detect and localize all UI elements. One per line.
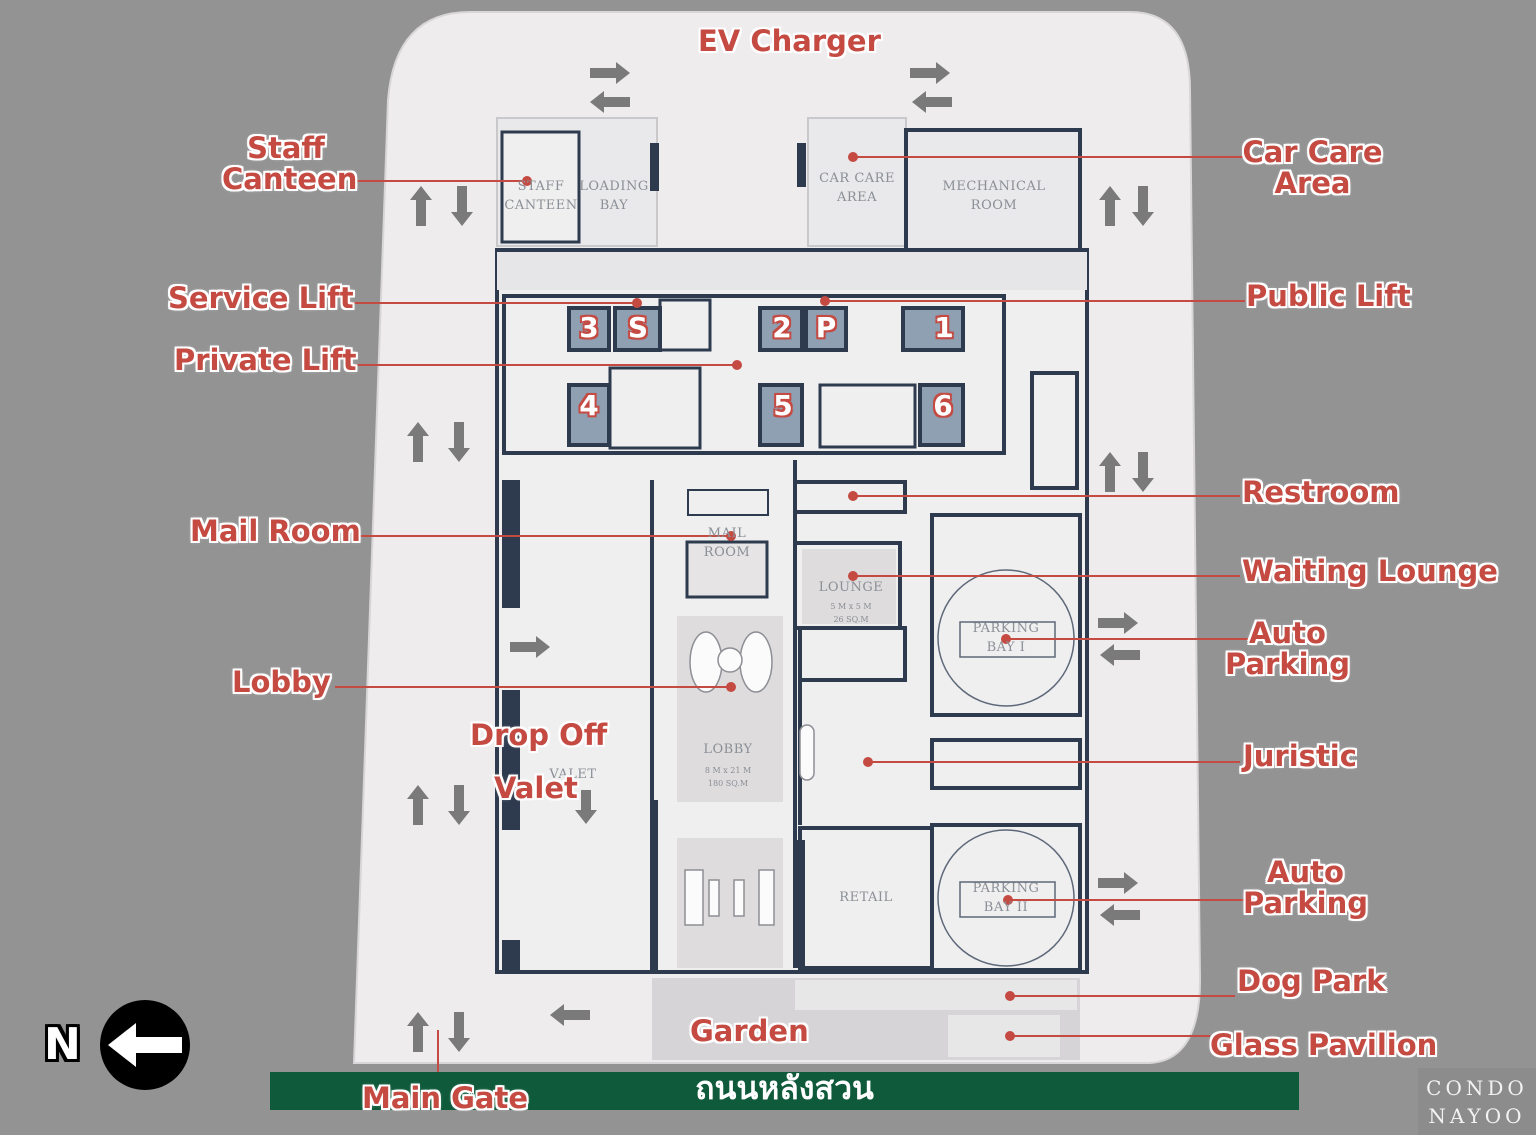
arrow-up-icon <box>410 186 432 226</box>
arrow-right-icon <box>910 62 950 84</box>
road-name: ถนนหลังสวน <box>695 1069 874 1107</box>
arrow-right-icon <box>590 62 630 84</box>
arrow-right-icon <box>1098 612 1138 634</box>
watermark: CONDO NAYOO <box>1418 1068 1536 1135</box>
north-letter: N <box>44 1019 81 1070</box>
arrow-left-icon <box>590 91 630 113</box>
lift-6: 6 <box>933 389 953 422</box>
callout-restroom: Restroom <box>1242 475 1400 509</box>
plan-label-mechanical-room: MECHANICAL ROOM <box>942 179 1046 213</box>
arrow-down-icon <box>575 790 597 824</box>
building-footprint <box>495 248 1089 974</box>
arrow-left-icon <box>550 1004 590 1026</box>
lift-service: S <box>627 311 649 344</box>
road <box>270 1072 1299 1110</box>
plan-label-parking-bay-2: PARKING BAY II <box>972 881 1040 915</box>
callout-service-lift: Service Lift <box>168 281 354 315</box>
arrow-right-icon <box>1098 872 1138 894</box>
callout-main-gate: Main Gate <box>362 1081 529 1115</box>
arrow-down-icon <box>448 422 470 462</box>
callout-garden: Garden <box>690 1014 809 1048</box>
arrow-up-icon <box>1099 452 1121 492</box>
lift-2: 2 <box>772 311 792 344</box>
callout-staff-canteen-1: Staff <box>247 131 325 165</box>
plan-label-valet: VALET <box>549 767 597 782</box>
lift-1: 1 <box>934 311 954 344</box>
callout-ev-charger: EV Charger <box>698 24 881 58</box>
callout-public-lift: Public Lift <box>1246 279 1411 313</box>
arrow-up-icon <box>407 1012 429 1052</box>
lift-public: P <box>815 311 837 344</box>
callout-juristic: Juristic <box>1243 739 1357 773</box>
arrow-up-icon <box>407 785 429 825</box>
plan-label-retail: RETAIL <box>839 890 893 905</box>
plan-label-loading-bay: LOADING BAY <box>579 179 649 213</box>
plan-label-lounge: LOUNGE <box>818 580 884 595</box>
callout-valet: Valet <box>494 771 578 805</box>
lift-3: 3 <box>579 311 599 344</box>
arrow-down-icon <box>448 1012 470 1052</box>
callout-glass-pavilion: Glass Pavilion <box>1210 1028 1438 1062</box>
plan-label-mail-room: MAIL ROOM <box>703 526 751 560</box>
lift-5: 5 <box>773 389 793 422</box>
lift-4: 4 <box>579 389 599 422</box>
callout-dog-park: Dog Park <box>1237 964 1386 998</box>
callout-waiting-lounge: Waiting Lounge <box>1242 554 1498 588</box>
arrow-up-icon <box>1099 186 1121 226</box>
plan-label-staff-canteen: STAFF CANTEEN <box>504 179 578 213</box>
callout-car-care-2: Area <box>1274 166 1351 200</box>
callout-lobby: Lobby <box>232 665 331 699</box>
arrow-down-icon <box>1132 186 1154 226</box>
watermark-line-1: CONDO <box>1426 1076 1528 1100</box>
callout-auto-parking-1a: Auto <box>1249 616 1326 650</box>
callout-car-care-1: Car Care <box>1242 135 1383 169</box>
arrow-down-icon <box>448 785 470 825</box>
arrow-left-icon <box>912 91 952 113</box>
callout-private-lift: Private Lift <box>174 343 357 377</box>
arrow-down-icon <box>1132 452 1154 492</box>
watermark-line-2: NAYOO <box>1428 1104 1526 1128</box>
arrow-down-icon <box>451 186 473 226</box>
callout-drop-off: Drop Off <box>470 718 608 752</box>
plan-label-lounge-dims: 5 M x 5 M 26 SQ.M <box>830 602 872 624</box>
callout-staff-canteen-2: Canteen <box>222 162 358 196</box>
plan-label-lobby-dims: 8 M x 21 M 180 SQ.M <box>704 766 752 788</box>
arrow-left-icon <box>1100 644 1140 666</box>
callout-auto-parking-2b: Parking <box>1243 886 1368 920</box>
arrow-left-icon <box>1100 904 1140 926</box>
arrow-right-icon <box>510 636 550 658</box>
callout-mail-room: Mail Room <box>190 514 361 548</box>
callout-auto-parking-1b: Parking <box>1225 647 1350 681</box>
plan-label-car-care-area: CAR CARE AREA <box>819 171 895 205</box>
callout-auto-parking-2a: Auto <box>1267 855 1344 889</box>
plan-label-parking-bay-1: PARKING BAY I <box>972 621 1040 655</box>
plan-label-lobby: LOBBY <box>703 742 753 757</box>
north-arrow-icon <box>100 1000 190 1090</box>
arrow-up-icon <box>407 422 429 462</box>
